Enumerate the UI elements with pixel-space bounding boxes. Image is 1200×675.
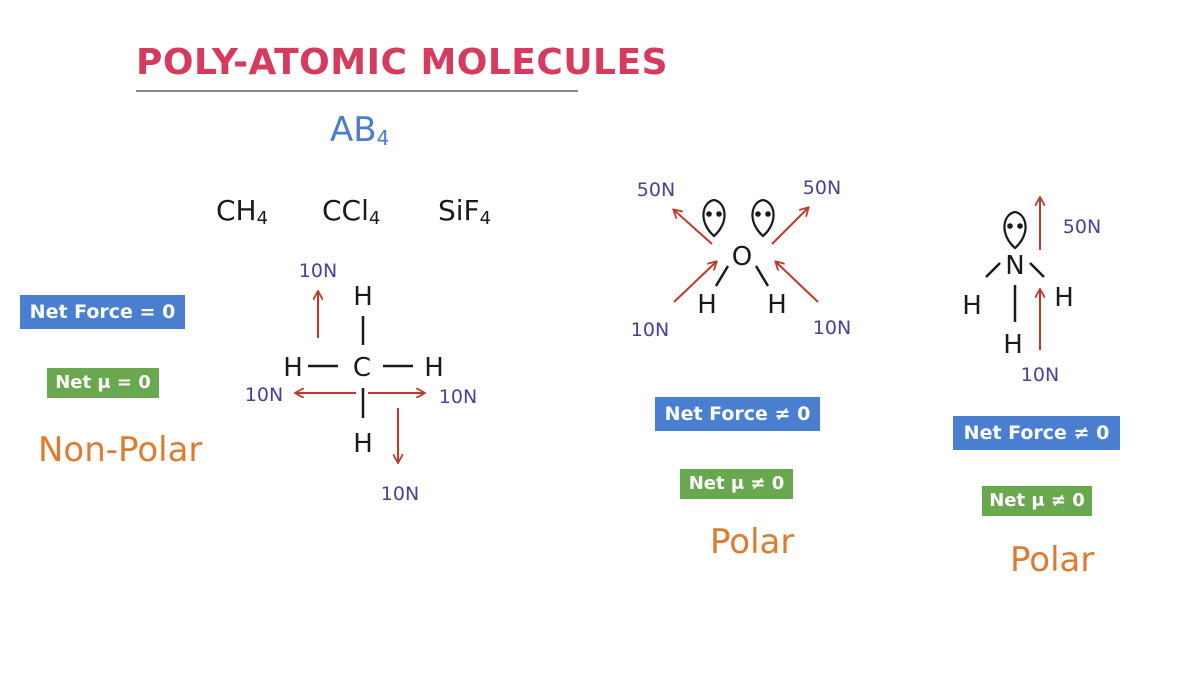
formula-subscript: 4 xyxy=(376,126,390,150)
methane-force-label-up: 10N xyxy=(299,260,337,282)
water-force-arrow-low-right xyxy=(776,262,819,303)
formula-subscript: 4 xyxy=(256,208,269,229)
methane-polarity-label: Non-Polar xyxy=(38,430,203,470)
methane-atom-c: C xyxy=(353,353,371,383)
example-formula-sif4: SiF4 xyxy=(438,194,491,229)
water-force-label-up-left: 50N xyxy=(637,179,675,201)
ammonia-net-mu-badge: Net μ ≠ 0 xyxy=(982,486,1092,516)
water-electron-dot xyxy=(765,211,771,217)
methane-atom-h-top: H xyxy=(353,282,373,312)
ammonia-atom-n: N xyxy=(1005,251,1024,281)
ammonia-bond-left xyxy=(985,262,1001,278)
water-net-force-badge: Net Force ≠ 0 xyxy=(655,397,820,431)
example-formula-ch4: CH4 xyxy=(216,194,268,229)
methane-atom-h-bottom: H xyxy=(353,429,373,459)
formula-base: CH xyxy=(216,194,257,227)
water-force-arrow-up-left xyxy=(674,210,713,245)
methane-atom-h-right: H xyxy=(424,353,444,383)
water-lone-pair-left xyxy=(702,198,726,238)
water-net-mu-badge: Net μ ≠ 0 xyxy=(680,469,793,499)
ammonia-force-label-bottom: 10N xyxy=(1021,364,1059,386)
example-formula-ccl4: CCl4 xyxy=(322,194,380,229)
general-formula: AB4 xyxy=(330,110,389,150)
page-title: POLY-ATOMIC MOLECULES xyxy=(136,42,669,83)
methane-net-mu-badge: Net μ = 0 xyxy=(47,368,159,398)
water-force-arrow-up-right xyxy=(771,208,808,245)
water-electron-dot xyxy=(716,211,722,217)
methane-force-label-right: 10N xyxy=(439,386,477,408)
water-bond-left xyxy=(714,265,730,287)
ammonia-atom-h-bottom: H xyxy=(1003,330,1023,360)
water-force-label-low-right: 10N xyxy=(813,317,851,339)
methane-structure: H H C H H 10N 10N 10N 10N xyxy=(245,260,477,505)
formula-base: CCl xyxy=(322,194,369,227)
water-bond-right xyxy=(754,265,770,287)
methane-force-label-down: 10N xyxy=(381,483,419,505)
formula-subscript: 4 xyxy=(479,208,492,229)
ammonia-polarity-label: Polar xyxy=(1010,540,1095,580)
water-force-arrow-low-left xyxy=(673,262,716,303)
ammonia-electron-dot xyxy=(1017,223,1023,229)
water-atom-o: O xyxy=(732,242,752,272)
formula-base: AB xyxy=(330,110,377,150)
water-lone-pair-right xyxy=(751,198,775,238)
ammonia-atom-h-right: H xyxy=(1054,283,1074,313)
ammonia-bond-right xyxy=(1029,262,1045,278)
water-atom-h-left: H xyxy=(697,290,717,320)
methane-net-force-badge: Net Force = 0 xyxy=(20,295,185,329)
ammonia-structure: N H H H 50N 10N xyxy=(962,198,1101,386)
water-electron-dot xyxy=(706,211,712,217)
water-structure: O H H 50N 50N 10N 10N xyxy=(631,177,851,341)
title-underline xyxy=(136,90,578,92)
ammonia-lone-pair xyxy=(1003,210,1027,250)
ammonia-electron-dot xyxy=(1007,223,1013,229)
ammonia-force-label-up: 50N xyxy=(1063,216,1101,238)
formula-subscript: 4 xyxy=(368,208,381,229)
water-polarity-label: Polar xyxy=(710,522,795,562)
ammonia-atom-h-left: H xyxy=(962,291,982,321)
ammonia-net-force-badge: Net Force ≠ 0 xyxy=(953,416,1120,450)
methane-force-label-left: 10N xyxy=(245,384,283,406)
water-atom-h-right: H xyxy=(767,290,787,320)
water-electron-dot xyxy=(755,211,761,217)
formula-base: SiF xyxy=(438,194,480,227)
methane-atom-h-left: H xyxy=(283,353,303,383)
water-force-label-up-right: 50N xyxy=(803,177,841,199)
water-force-label-low-left: 10N xyxy=(631,319,669,341)
